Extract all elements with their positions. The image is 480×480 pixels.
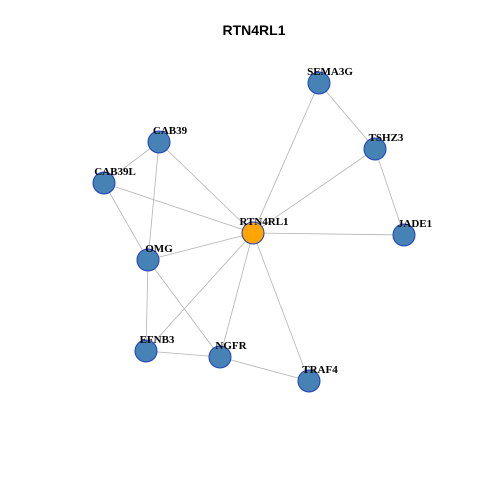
node-label-omg: OMG bbox=[145, 243, 173, 255]
edge-rtn4rl1-traf4 bbox=[252, 232, 310, 382]
node-label-cab39l: CAB39L bbox=[94, 166, 136, 178]
node-label-traf4: TRAF4 bbox=[302, 364, 338, 376]
edge-cab39-omg bbox=[147, 141, 160, 261]
node-label-jade1: JADE1 bbox=[398, 218, 432, 230]
node-label-tshz3: TSHZ3 bbox=[369, 132, 404, 144]
edge-sema3g-tshz3 bbox=[318, 82, 376, 150]
node-traf4 bbox=[297, 369, 321, 393]
node-layer bbox=[92, 71, 416, 393]
edge-omg-rtn4rl1 bbox=[147, 232, 254, 261]
node-label-sema3g: SEMA3G bbox=[307, 66, 353, 78]
edge-efnb3-ngfr bbox=[145, 350, 221, 358]
edge-tshz3-rtn4rl1 bbox=[252, 148, 376, 234]
edge-rtn4rl1-ngfr bbox=[219, 232, 254, 358]
edge-cab39l-rtn4rl1 bbox=[103, 182, 254, 234]
edge-layer bbox=[103, 82, 405, 382]
node-omg bbox=[136, 248, 160, 272]
node-jade1 bbox=[392, 223, 416, 247]
node-ngfr bbox=[208, 345, 232, 369]
node-label-cab39: CAB39 bbox=[153, 125, 188, 137]
edge-omg-efnb3 bbox=[145, 259, 149, 352]
edge-rtn4rl1-efnb3 bbox=[145, 232, 254, 352]
node-rtn4rl1 bbox=[241, 221, 265, 245]
edge-ngfr-traf4 bbox=[219, 356, 310, 382]
node-label-ngfr: NGFR bbox=[215, 340, 247, 352]
edge-sema3g-rtn4rl1 bbox=[252, 82, 320, 234]
node-tshz3 bbox=[363, 137, 387, 161]
node-efnb3 bbox=[134, 339, 158, 363]
node-label-efnb3: EFNB3 bbox=[140, 334, 175, 346]
node-label-rtn4rl1: RTN4RL1 bbox=[239, 216, 288, 228]
node-cab39l bbox=[92, 171, 116, 195]
edge-tshz3-jade1 bbox=[374, 148, 405, 236]
graph-title: RTN4RL1 bbox=[222, 22, 285, 38]
node-cab39 bbox=[147, 130, 171, 154]
edge-cab39-rtn4rl1 bbox=[158, 141, 254, 234]
node-sema3g bbox=[307, 71, 331, 95]
edge-jade1-rtn4rl1 bbox=[252, 232, 405, 236]
edge-cab39l-omg bbox=[103, 182, 149, 261]
